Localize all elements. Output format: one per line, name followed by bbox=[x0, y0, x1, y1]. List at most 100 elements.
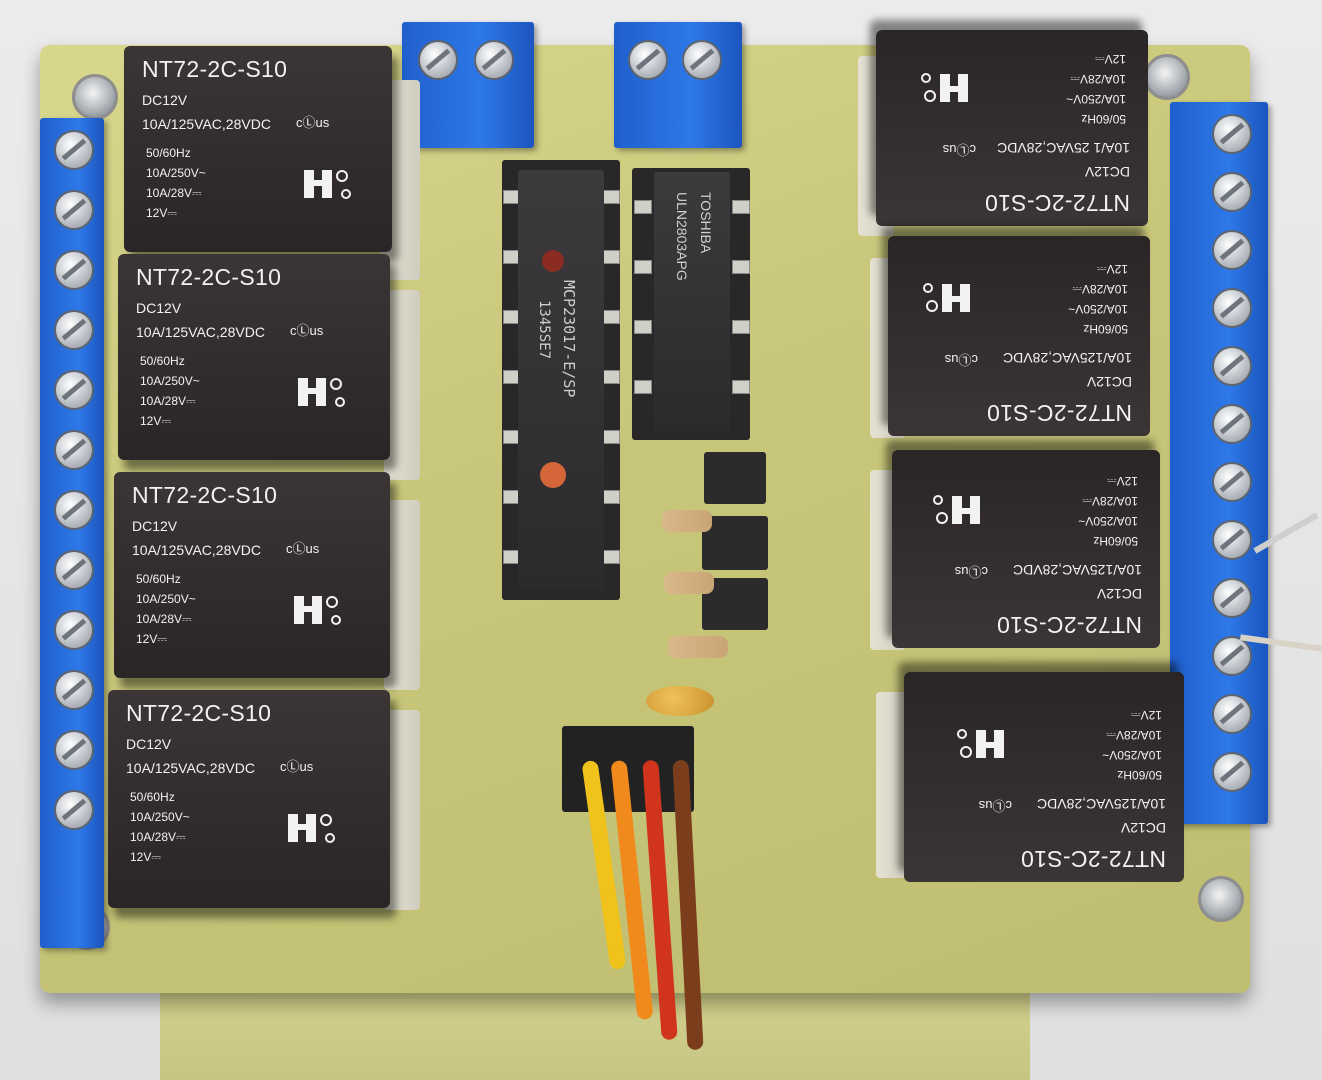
relay-dc-rating: 10A/28V⎓ bbox=[130, 830, 186, 844]
terminal-screw[interactable] bbox=[54, 610, 94, 650]
manufacturer-logo-icon bbox=[288, 814, 335, 843]
terminal-screw[interactable] bbox=[1212, 462, 1252, 502]
terminal-screw[interactable] bbox=[54, 310, 94, 350]
relay-rating: 10A/125VAC,28VDC bbox=[1037, 796, 1166, 812]
relay-rating: 10A/125VAC,28VDC bbox=[126, 760, 255, 776]
terminal-screw[interactable] bbox=[418, 40, 458, 80]
relay-ac-rating: 10A/250V~ bbox=[1102, 748, 1162, 762]
driver-chip: TOSHIBA ULN2803APG bbox=[654, 172, 730, 432]
relay-side bbox=[384, 290, 420, 480]
ul-cert-mark: cⓁus bbox=[954, 564, 988, 579]
relay-frequency: 50/60Hz bbox=[1083, 322, 1128, 336]
io-expander-chip: MCP23017-E/SP 1345SE7 bbox=[518, 170, 604, 590]
terminal-screw[interactable] bbox=[628, 40, 668, 80]
relay-rating: 10A/125VAC,28VDC bbox=[1013, 562, 1142, 578]
ul-cert-mark: cⓁus bbox=[296, 115, 330, 130]
terminal-screw[interactable] bbox=[54, 490, 94, 530]
manufacturer-logo-icon bbox=[298, 378, 345, 407]
relay-ac-rating: 10A/250V~ bbox=[146, 166, 206, 180]
socket-pin bbox=[602, 190, 620, 204]
chip-brand: TOSHIBA bbox=[698, 192, 714, 254]
relay-dc-rating: 10A/28V⎓ bbox=[1082, 494, 1138, 508]
relay-dc-rating: 10A/28V⎓ bbox=[1070, 72, 1126, 86]
socket-pin bbox=[602, 370, 620, 384]
chip-marker-dot bbox=[540, 462, 566, 488]
relay-dc-rating: 10A/28V⎓ bbox=[1072, 282, 1128, 296]
terminal-screw[interactable] bbox=[54, 370, 94, 410]
relay-frequency: 50/60Hz bbox=[146, 146, 191, 160]
terminal-screw[interactable] bbox=[1212, 520, 1252, 560]
terminal-screw[interactable] bbox=[1212, 752, 1252, 792]
mounting-bolt bbox=[72, 74, 118, 120]
terminal-strip-right bbox=[1170, 102, 1268, 824]
terminal-screw[interactable] bbox=[1212, 636, 1252, 676]
relay-frequency: 50/60Hz bbox=[1093, 534, 1138, 548]
ceramic-capacitor bbox=[646, 686, 714, 716]
ul-cert-mark: cⓁus bbox=[290, 323, 324, 338]
relay-right-2: NT72-2C-S10 DC12V 10A/125VAC,28VDC cⓁus … bbox=[888, 236, 1150, 436]
terminal-screw[interactable] bbox=[54, 130, 94, 170]
chip-part-number: ULN2803APG bbox=[674, 192, 690, 281]
relay-right-1: NT72-2C-S10 DC12V 10A/1 25VAC,28VDC cⓁus… bbox=[876, 30, 1148, 226]
socket-pin bbox=[602, 550, 620, 564]
relay-coil-voltage: 12V⎓ bbox=[136, 632, 167, 646]
manufacturer-logo-icon bbox=[921, 73, 968, 102]
relay-left-1: NT72-2C-S10 DC12V 10A/125VAC,28VDC cⓁus … bbox=[124, 46, 392, 252]
power-terminal-block bbox=[614, 22, 742, 148]
terminal-screw[interactable] bbox=[54, 670, 94, 710]
relay-coil-voltage: 12V⎓ bbox=[1095, 52, 1126, 66]
terminal-screw[interactable] bbox=[1212, 404, 1252, 444]
relay-voltage: DC12V bbox=[132, 518, 178, 534]
terminal-screw[interactable] bbox=[54, 430, 94, 470]
manufacturer-logo-icon bbox=[304, 170, 351, 199]
mounting-bolt bbox=[1144, 54, 1190, 100]
terminal-screw[interactable] bbox=[1212, 694, 1252, 734]
chip-date-code: 1345SE7 bbox=[536, 300, 552, 360]
terminal-screw[interactable] bbox=[682, 40, 722, 80]
chip-notch bbox=[542, 250, 564, 272]
terminal-screw[interactable] bbox=[1212, 172, 1252, 212]
resistor bbox=[662, 510, 712, 532]
relay-rating: 10A/125VAC,28VDC bbox=[1003, 350, 1132, 366]
relay-dc-rating: 10A/28V⎓ bbox=[140, 394, 196, 408]
relay-left-2: NT72-2C-S10 DC12V 10A/125VAC,28VDC cⓁus … bbox=[118, 254, 390, 460]
jumper-header[interactable] bbox=[702, 516, 768, 570]
ul-cert-mark: cⓁus bbox=[978, 798, 1012, 813]
terminal-screw[interactable] bbox=[54, 790, 94, 830]
terminal-screw[interactable] bbox=[54, 250, 94, 290]
terminal-screw[interactable] bbox=[54, 550, 94, 590]
relay-voltage: DC12V bbox=[126, 736, 172, 752]
relay-coil-voltage: 12V⎓ bbox=[146, 206, 177, 220]
relay-left-3: NT72-2C-S10 DC12V 10A/125VAC,28VDC cⓁus … bbox=[114, 472, 390, 678]
ul-cert-mark: cⓁus bbox=[286, 541, 320, 556]
terminal-screw[interactable] bbox=[54, 730, 94, 770]
terminal-screw[interactable] bbox=[1212, 230, 1252, 270]
relay-rating: 10A/125VAC,28VDC bbox=[136, 324, 265, 340]
relay-frequency: 50/60Hz bbox=[1081, 112, 1126, 126]
relay-ac-rating: 10A/250V~ bbox=[1066, 92, 1126, 106]
relay-voltage: DC12V bbox=[1086, 374, 1132, 390]
terminal-screw[interactable] bbox=[54, 190, 94, 230]
terminal-screw[interactable] bbox=[1212, 578, 1252, 618]
jumper-header[interactable] bbox=[704, 452, 766, 504]
relay-ac-rating: 10A/250V~ bbox=[1068, 302, 1128, 316]
relay-voltage: DC12V bbox=[1084, 164, 1130, 180]
socket-pin bbox=[602, 490, 620, 504]
terminal-screw[interactable] bbox=[1212, 114, 1252, 154]
manufacturer-logo-icon bbox=[933, 495, 980, 524]
relay-rating: 10A/125VAC,28VDC bbox=[132, 542, 261, 558]
resistor bbox=[668, 636, 728, 658]
socket-pin bbox=[634, 260, 652, 274]
socket-pin bbox=[732, 320, 750, 334]
relay-rating: 10A/1 25VAC,28VDC bbox=[997, 140, 1130, 156]
relay-voltage: DC12V bbox=[142, 92, 188, 108]
relay-coil-voltage: 12V⎓ bbox=[1097, 262, 1128, 276]
terminal-strip-left bbox=[40, 118, 104, 948]
terminal-screw[interactable] bbox=[474, 40, 514, 80]
terminal-screw[interactable] bbox=[1212, 288, 1252, 328]
relay-side bbox=[384, 500, 420, 690]
socket-pin bbox=[634, 200, 652, 214]
relay-frequency: 50/60Hz bbox=[130, 790, 175, 804]
terminal-screw[interactable] bbox=[1212, 346, 1252, 386]
relay-ac-rating: 10A/250V~ bbox=[140, 374, 200, 388]
